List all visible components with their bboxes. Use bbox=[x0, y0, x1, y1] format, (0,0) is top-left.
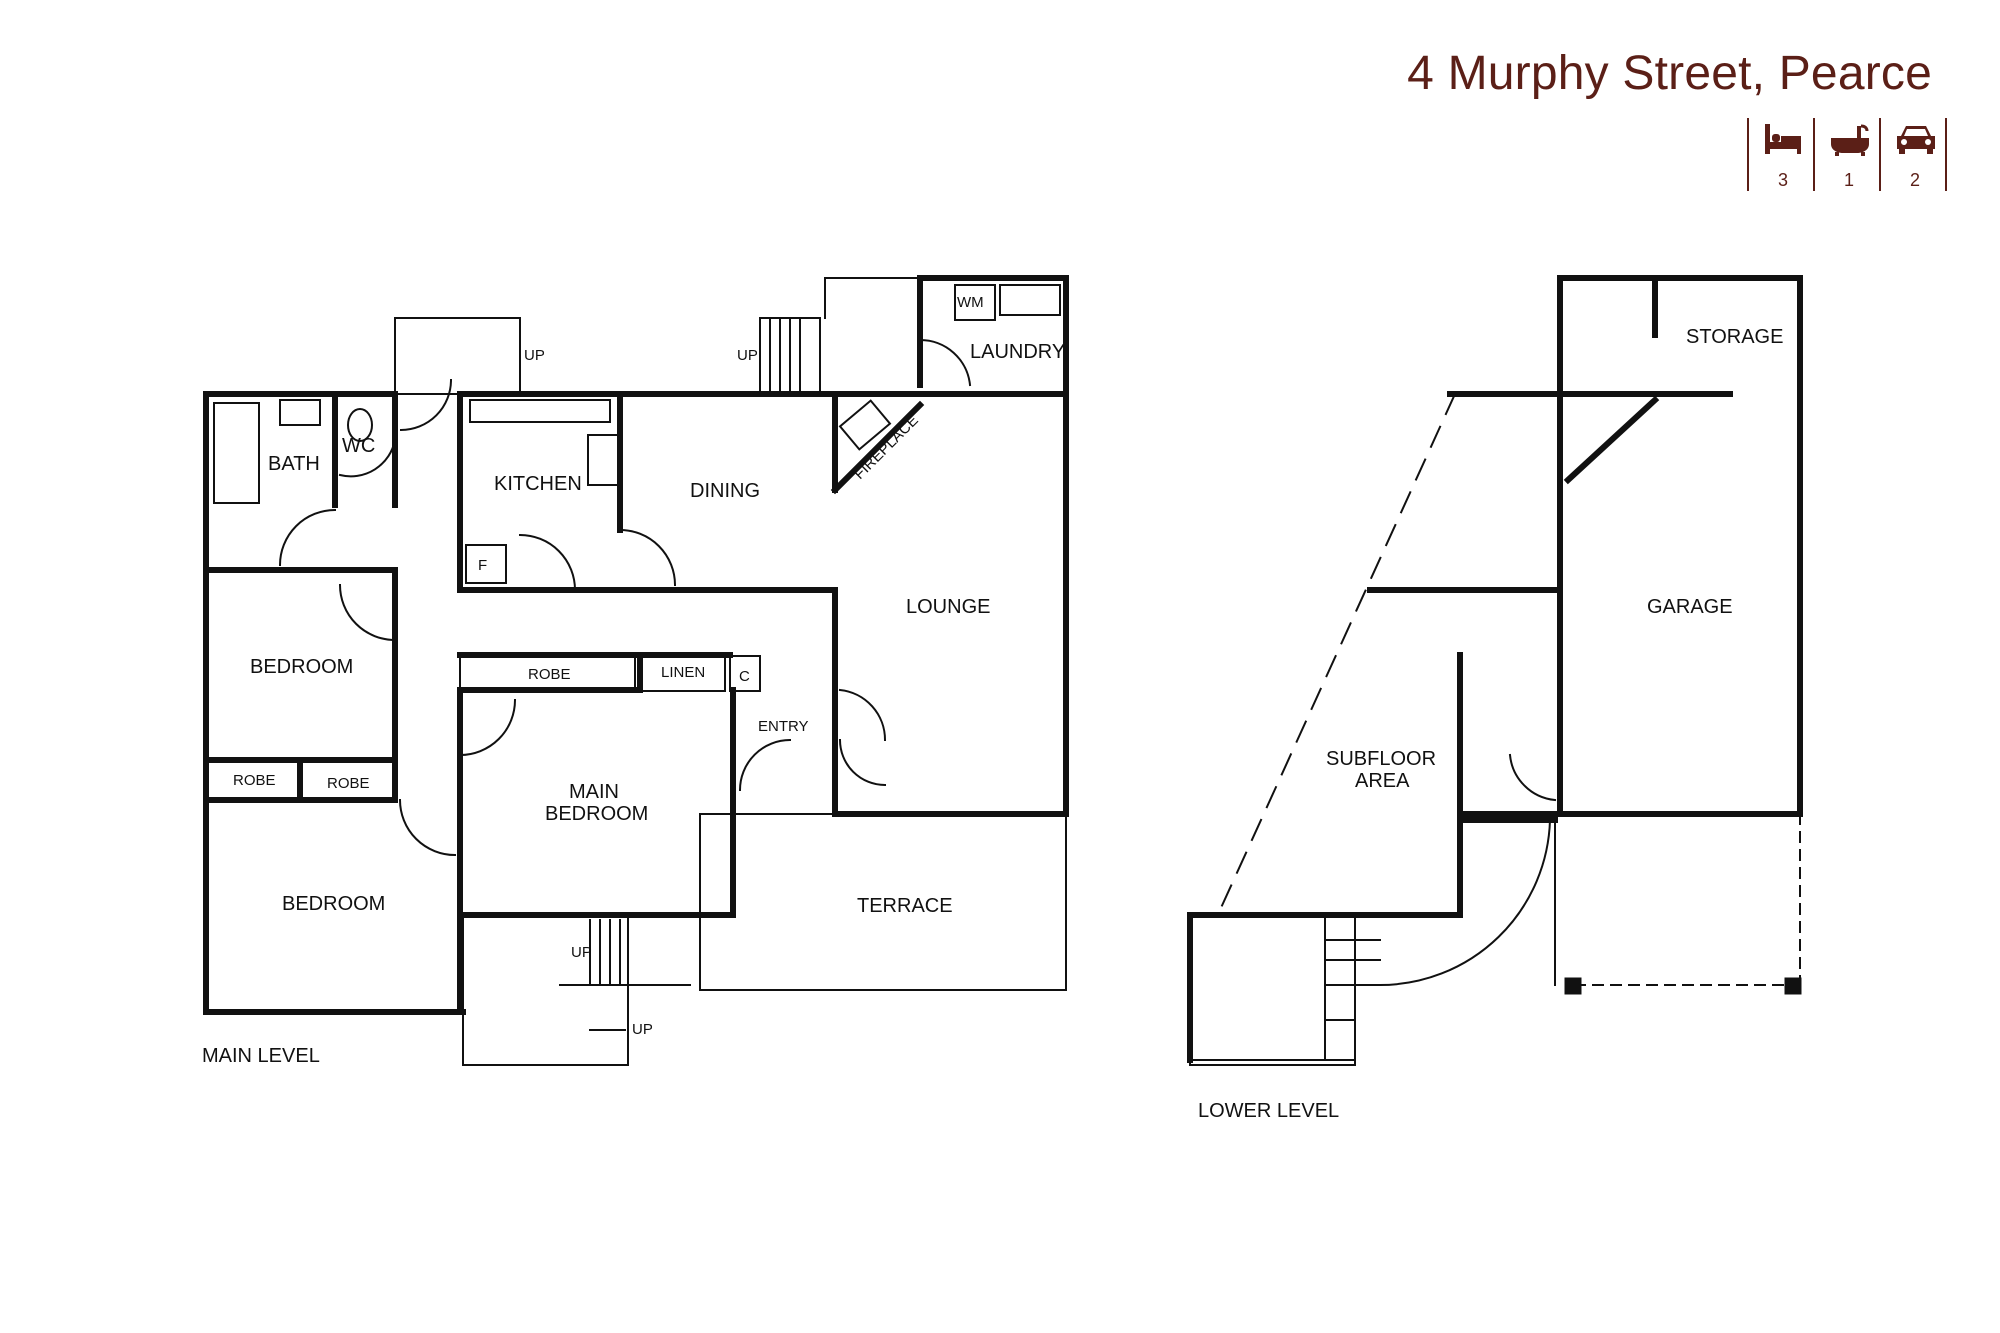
room-label-dining: DINING bbox=[690, 480, 760, 502]
room-label-kitchen: KITCHEN bbox=[494, 473, 582, 495]
room-label-cupboard: C bbox=[739, 668, 750, 685]
room-label-subfloor-1: SUBFLOOR bbox=[1326, 748, 1436, 770]
bath-icon bbox=[1831, 124, 1869, 156]
stats-divider bbox=[1945, 118, 1947, 191]
level-caption-main: MAIN LEVEL bbox=[202, 1045, 320, 1067]
post-icon bbox=[1564, 977, 1582, 995]
bathroom-stat: 1 bbox=[1817, 118, 1881, 193]
stair-label-up: UP bbox=[737, 347, 758, 364]
main-level-details bbox=[205, 277, 1067, 1066]
level-caption-lower: LOWER LEVEL bbox=[1198, 1100, 1339, 1122]
room-label-bedroom-2: BEDROOM bbox=[282, 893, 385, 915]
property-address: 4 Murphy Street, Pearce bbox=[1407, 47, 1932, 100]
stats-divider bbox=[1879, 118, 1881, 191]
room-label-main-bedroom-2: BEDROOM bbox=[545, 803, 648, 825]
room-label-fridge: F bbox=[478, 557, 487, 574]
room-label-entry: ENTRY bbox=[758, 718, 809, 735]
property-stats: 3 1 2 bbox=[1747, 118, 1947, 193]
stair-label-up: UP bbox=[524, 347, 545, 364]
room-label-robe-2: ROBE bbox=[327, 775, 370, 792]
room-label-linen: LINEN bbox=[661, 664, 705, 681]
room-label-robe-1: ROBE bbox=[233, 772, 276, 789]
room-label-terrace: TERRACE bbox=[857, 895, 953, 917]
stats-divider bbox=[1747, 118, 1749, 191]
room-label-main-bedroom-1: MAIN bbox=[569, 781, 619, 803]
bathroom-count: 1 bbox=[1843, 170, 1854, 190]
bedroom-stat: 3 bbox=[1751, 118, 1815, 193]
room-label-storage: STORAGE bbox=[1686, 326, 1783, 348]
bedroom-count: 3 bbox=[1777, 170, 1788, 190]
post-icon bbox=[1784, 977, 1802, 995]
bed-icon bbox=[1765, 124, 1801, 154]
stats-divider bbox=[1813, 118, 1815, 191]
lower-level-details bbox=[1189, 392, 1801, 1066]
car-stat: 2 bbox=[1883, 118, 1947, 193]
room-label-wc: WC bbox=[342, 435, 375, 457]
car-icon bbox=[1897, 126, 1935, 154]
room-label-garage: GARAGE bbox=[1647, 596, 1733, 618]
stair-label-up: UP bbox=[571, 944, 592, 961]
stair-label-up: UP bbox=[632, 1021, 653, 1038]
room-label-subfloor-2: AREA bbox=[1355, 770, 1410, 792]
room-label-robe-3: ROBE bbox=[528, 666, 571, 683]
room-label-lounge: LOUNGE bbox=[906, 596, 990, 618]
room-label-bath: BATH bbox=[268, 453, 320, 475]
car-count: 2 bbox=[1909, 170, 1920, 190]
room-label-wm: WM bbox=[957, 294, 984, 311]
room-label-bedroom-1: BEDROOM bbox=[250, 656, 353, 678]
room-label-laundry: LAUNDRY bbox=[970, 341, 1065, 363]
lower-level-walls bbox=[1187, 275, 1803, 1063]
